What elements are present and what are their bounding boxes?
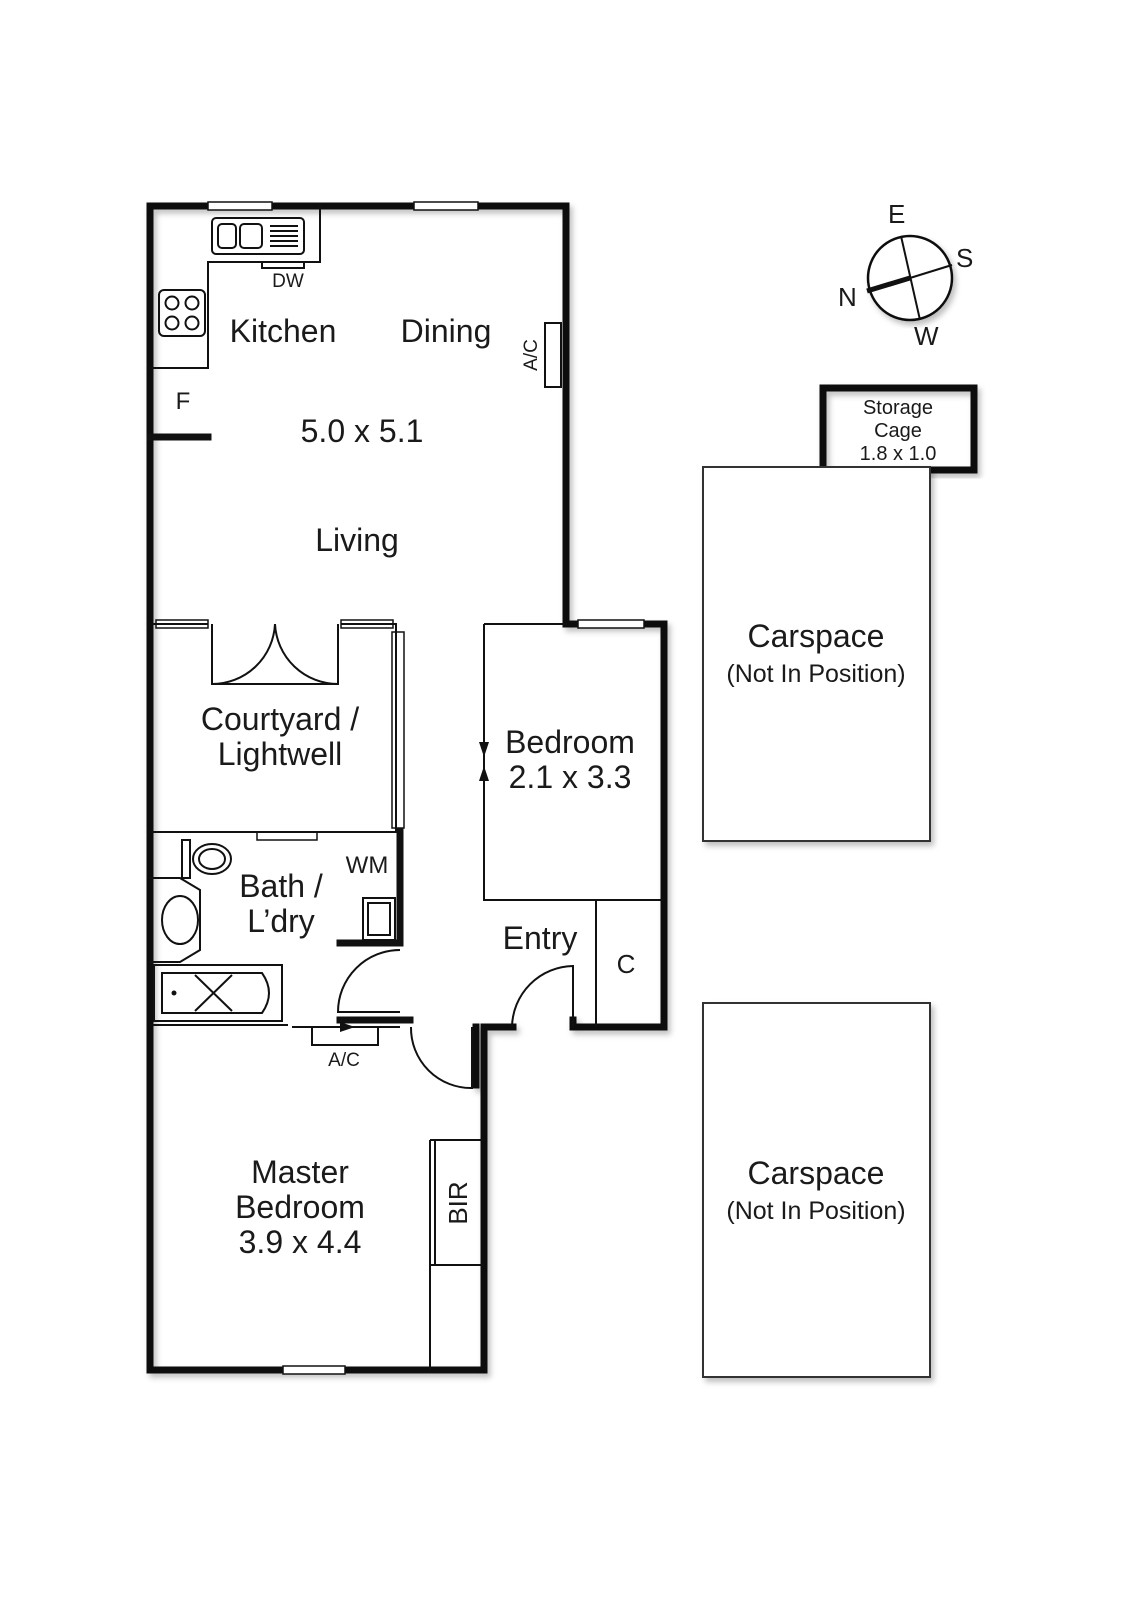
bath-label: Bath / xyxy=(239,868,323,904)
washing-machine-icon xyxy=(362,897,396,941)
dining-label: Dining xyxy=(401,313,492,349)
living-dims: 5.0 x 5.1 xyxy=(301,413,424,449)
storage-cage-dims: 1.8 x 1.0 xyxy=(860,443,937,465)
ac-hall-label: A/C xyxy=(328,1050,360,1071)
master-label-2: Bedroom xyxy=(235,1189,365,1225)
compass-needle-north xyxy=(866,275,911,294)
compass: E S N W xyxy=(838,199,973,351)
burner-1 xyxy=(164,295,180,311)
kitchen-bench xyxy=(150,206,321,369)
carspace-1-outline xyxy=(702,466,931,842)
burner-4 xyxy=(184,315,200,331)
carspace-2-outline xyxy=(702,1002,931,1378)
cooktop-icon xyxy=(158,289,206,337)
carspace-1-title: Carspace xyxy=(748,618,885,654)
bedroom-label: Bedroom xyxy=(505,724,635,760)
courtyard-door-left xyxy=(211,623,276,686)
dishwasher-label: DW xyxy=(272,271,304,292)
toilet-seat xyxy=(198,848,226,870)
carspace-1: Carspace (Not In Position) xyxy=(702,466,931,842)
carspace-2-title: Carspace xyxy=(748,1155,885,1191)
toilet-icon xyxy=(192,843,232,875)
ac-living-label: A/C xyxy=(521,339,542,371)
carspace-1-note: (Not In Position) xyxy=(726,660,905,688)
window-dining xyxy=(413,201,479,211)
toilet-cistern xyxy=(181,839,191,879)
bir-label: BIR xyxy=(443,1181,473,1224)
courtyard-wall xyxy=(150,623,397,832)
bathtub-cross xyxy=(194,974,233,1012)
master-door xyxy=(409,1026,473,1090)
window-courtyard-side xyxy=(391,631,405,829)
courtyard-label-2: Lightwell xyxy=(218,736,343,772)
vanity-outline xyxy=(150,877,201,963)
carspace-2-note: (Not In Position) xyxy=(726,1197,905,1225)
compass-axis-ns-s xyxy=(909,264,953,279)
compass-w-label: W xyxy=(914,321,939,351)
bath-tub xyxy=(153,964,283,1022)
compass-e-label: E xyxy=(888,199,905,229)
bath-fixtures: WM xyxy=(150,839,396,1022)
sink-drainer xyxy=(270,225,298,247)
master-label: Master xyxy=(251,1154,349,1190)
ac-hall-arrow xyxy=(340,1022,355,1032)
bedroom-dims: 2.1 x 3.3 xyxy=(509,759,632,795)
closet-label: C xyxy=(617,949,636,979)
ac-unit-living xyxy=(544,322,562,388)
bedroom-door-arrow-down xyxy=(479,742,489,757)
courtyard-door-right xyxy=(274,623,339,686)
hall-ac: A/C xyxy=(292,1022,400,1071)
interior-walls xyxy=(150,623,664,1370)
dishwasher-icon xyxy=(261,261,305,269)
bir-outline xyxy=(429,1139,484,1370)
storage-cage: Storage Cage 1.8 x 1.0 xyxy=(819,384,978,474)
courtyard-label: Courtyard / xyxy=(201,701,359,737)
compass-n-label: N xyxy=(838,282,857,312)
wm-label: WM xyxy=(346,852,389,879)
sink-bowl-1 xyxy=(217,223,237,249)
storage-cage-walls xyxy=(819,384,978,474)
bath-label-2: L’dry xyxy=(247,903,315,939)
window-bedroom xyxy=(577,619,645,629)
living-label: Living xyxy=(315,522,399,558)
entry-label: Entry xyxy=(503,920,578,956)
room-labels: Kitchen Dining 5.0 x 5.1 Living Courtyar… xyxy=(201,313,636,1260)
sink-icon xyxy=(211,217,305,255)
storage-cage-label: Storage xyxy=(863,397,933,419)
kitchen-label: Kitchen xyxy=(230,313,337,349)
sink-bowl-2 xyxy=(239,223,263,249)
entry-door xyxy=(511,964,574,1028)
bathtub-drain xyxy=(171,990,177,996)
fridge-label: F xyxy=(176,388,191,415)
burner-2 xyxy=(184,295,200,311)
storage-cage-label-2: Cage xyxy=(874,420,922,442)
master-dims: 3.9 x 4.4 xyxy=(239,1224,362,1260)
carspace-2: Carspace (Not In Position) xyxy=(702,1002,931,1378)
window-kitchen xyxy=(207,201,273,211)
burner-3 xyxy=(164,315,180,331)
bathtub-icon xyxy=(161,972,270,1014)
basin-icon xyxy=(161,895,199,945)
window-master xyxy=(282,1365,346,1375)
kitchen-fixtures: DW F A/C xyxy=(146,206,562,441)
washing-machine-inner xyxy=(367,902,391,936)
window-bath xyxy=(256,831,318,841)
bath-door xyxy=(336,949,401,1013)
compass-s-label: S xyxy=(956,243,973,273)
